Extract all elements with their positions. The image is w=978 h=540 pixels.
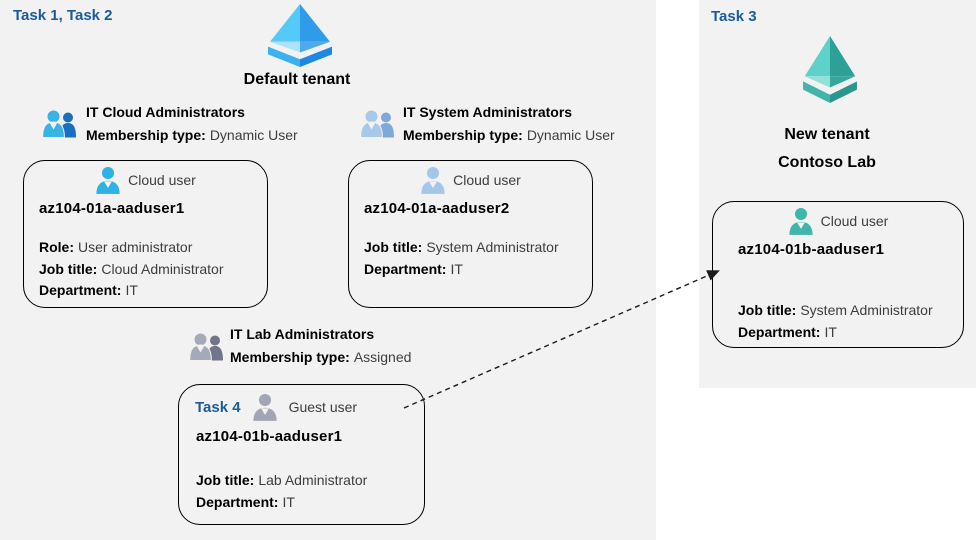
user-group-icon: [189, 332, 223, 361]
card-header: Cloud user: [24, 166, 267, 194]
guest-user-card: Task 4 Guest user az104-01b-aaduser1 Job…: [178, 384, 425, 525]
group-title: IT Lab Administrators: [230, 326, 375, 342]
azure-tenant-diamond-icon: [803, 36, 857, 103]
new-tenant-title: New tenant Contoso Lab: [727, 121, 927, 177]
username: az104-01a-aaduser2: [364, 200, 510, 217]
task-label-4: Task 4: [195, 398, 241, 416]
default-tenant-panel: [0, 0, 656, 540]
membership-label: Membership type:: [403, 127, 523, 143]
card-header: Cloud user: [713, 207, 963, 235]
new-tenant-line1: New tenant: [784, 126, 870, 143]
user-attributes: Job title:System Administrator Departmen…: [738, 300, 933, 343]
user-icon: [421, 167, 445, 194]
user-attribute: Job title:System Administrator: [738, 302, 933, 318]
user-attribute: Job title:Cloud Administrator: [39, 260, 224, 277]
user-icon: [252, 394, 277, 421]
user-group-icon: [42, 109, 76, 138]
membership-value: Dynamic User: [526, 127, 615, 143]
group-it-cloud-admins: IT Cloud Administrators Membership type:…: [86, 101, 298, 147]
task-label-1-2: Task 1, Task 2: [13, 7, 113, 24]
default-tenant-title: Default tenant: [243, 71, 351, 88]
task-label-3: Task 3: [711, 8, 757, 25]
group-membership: Membership type:Assigned: [230, 346, 411, 369]
membership-value: Dynamic User: [209, 127, 298, 143]
azure-tenant-diamond-icon: [268, 3, 332, 67]
user-type-label: Cloud user: [128, 172, 196, 188]
membership-label: Membership type:: [230, 349, 350, 365]
user-attribute: Department:IT: [196, 493, 295, 510]
user-icon: [96, 167, 120, 194]
user-type-label: Cloud user: [820, 213, 889, 229]
user-attributes: Role:User administrator Job title:Cloud …: [39, 237, 224, 302]
user-type-label: Guest user: [288, 399, 358, 415]
username: az104-01a-aaduser1: [39, 200, 185, 217]
user-card-aaduser2: Cloud user az104-01a-aaduser2 Job title:…: [348, 160, 593, 308]
user-attribute: Department:IT: [738, 323, 837, 340]
card-header: Cloud user: [349, 166, 592, 194]
membership-value: Assigned: [353, 349, 412, 365]
user-attribute: Department:IT: [364, 260, 463, 277]
group-title: IT System Administrators: [403, 104, 573, 120]
user-card-aaduser1: Cloud user az104-01a-aaduser1 Role:User …: [23, 160, 268, 308]
group-membership: Membership type:Dynamic User: [403, 124, 615, 147]
group-it-system-admins: IT System Administrators Membership type…: [403, 101, 615, 147]
user-attribute: Role:User administrator: [39, 239, 193, 255]
user-group-icon: [360, 109, 394, 138]
group-it-lab-admins: IT Lab Administrators Membership type:As…: [230, 323, 411, 369]
new-tenant-line2: Contoso Lab: [778, 154, 876, 171]
user-attribute: Job title:System Administrator: [364, 239, 559, 255]
user-icon: [789, 208, 813, 235]
user-attribute: Job title:Lab Administrator: [196, 472, 368, 488]
membership-label: Membership type:: [86, 127, 206, 143]
group-title: IT Cloud Administrators: [86, 104, 245, 120]
card-header: Task 4 Guest user: [179, 393, 424, 421]
username: az104-01b-aaduser1: [196, 428, 343, 445]
user-attributes: Job title:System Administrator Departmen…: [364, 237, 559, 280]
user-attributes: Job title:Lab Administrator Department:I…: [196, 470, 367, 513]
user-card-new-tenant: Cloud user az104-01b-aaduser1 Job title:…: [712, 201, 964, 348]
user-type-label: Cloud user: [453, 172, 521, 188]
username: az104-01b-aaduser1: [738, 241, 885, 258]
user-attribute: Department:IT: [39, 282, 138, 298]
group-membership: Membership type:Dynamic User: [86, 124, 298, 147]
